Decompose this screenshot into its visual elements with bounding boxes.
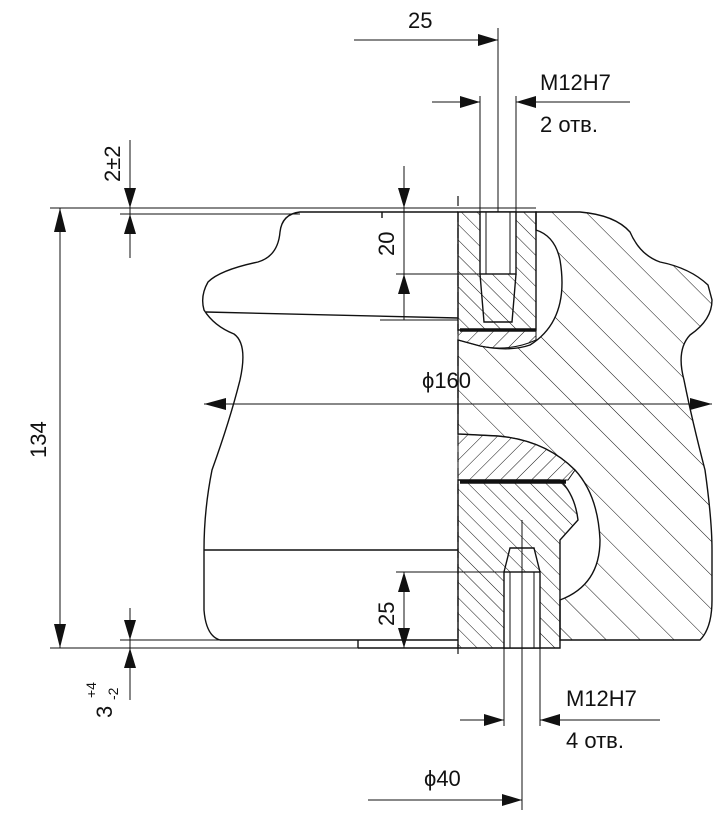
section-view xyxy=(457,211,713,649)
dim-height-total: 134 xyxy=(26,421,51,458)
dim-top-offset: 25 xyxy=(408,8,432,33)
dim-tolerance-bottom-lower: -2 xyxy=(105,687,121,700)
outer-view xyxy=(201,211,459,649)
dim-holes-bottom: 4 отв. xyxy=(566,728,624,753)
dimension-lines xyxy=(50,28,712,810)
dim-thread-bottom: M12H7 xyxy=(566,686,637,711)
top-cement-section xyxy=(457,329,537,349)
porcelain-section xyxy=(457,211,713,641)
dim-tolerance-bottom-base: 3 xyxy=(92,706,117,718)
dim-depth-top: 20 xyxy=(374,232,399,256)
dim-tolerance-top: 2±2 xyxy=(100,145,125,182)
dim-tolerance-bottom-upper: +4 xyxy=(83,682,99,698)
bottom-cement-section xyxy=(457,433,576,481)
dim-depth-bottom: 25 xyxy=(374,602,399,626)
dim-holes-top: 2 отв. xyxy=(540,112,598,137)
top-thread-hole xyxy=(479,211,517,275)
dim-diameter-bottom: ϕ40 xyxy=(424,766,461,791)
dim-thread-top: M12H7 xyxy=(540,70,611,95)
dim-diameter-main: ϕ160 xyxy=(422,368,471,393)
